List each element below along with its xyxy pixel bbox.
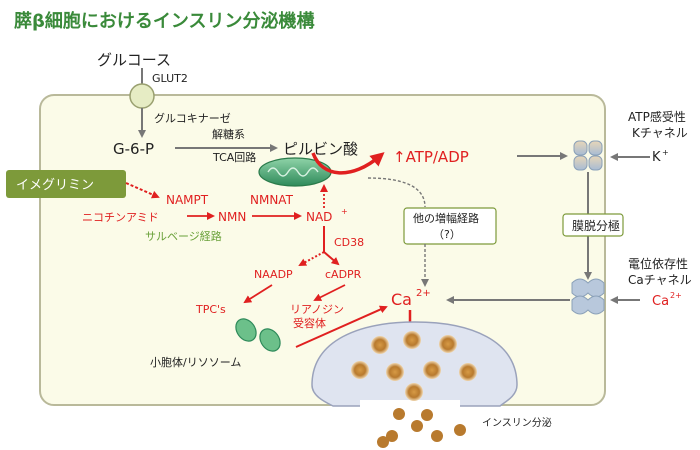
other-pathway-label-line1: 他の増幅経路 (413, 212, 479, 225)
glut2-label: GLUT2 (152, 72, 188, 85)
pyruvate-to-atp-arrow (311, 152, 385, 175)
k-ion-charge: + (662, 148, 669, 157)
naadp-to-tpcs-arrow (243, 284, 273, 304)
er-lysosome-icon (235, 318, 281, 352)
k-ion-label: K (652, 150, 661, 165)
katp-channel-label-line1: ATP感受性 (628, 109, 686, 124)
diagram-title: 膵β細胞におけるインスリン分泌機構 (13, 10, 315, 32)
salvage-pathway-label: サルベージ経路 (145, 230, 222, 243)
cadpr-label: cADPR (325, 268, 362, 281)
katp-channel-label-line2: Kチャネル (632, 126, 688, 140)
imeglimin-label: イメグリミン (16, 178, 94, 193)
naadp-label: NAADP (254, 268, 293, 281)
insulin-secretion-label: インスリン分泌 (482, 416, 552, 429)
g6p-label: G-6-P (113, 140, 154, 158)
cadpr-to-ryr-arrow (313, 284, 346, 301)
katp-channel-icon (573, 140, 603, 171)
nampt-label: NAMPT (166, 193, 209, 207)
other-pathway-label-line2: （?） (433, 228, 461, 241)
ca-center-charge: 2+ (416, 288, 431, 299)
depolarization-label: 膜脱分極 (572, 218, 620, 233)
membrane-opening (360, 400, 460, 408)
insulin-granules (351, 331, 477, 401)
nad-to-naadp-arrow (298, 251, 325, 266)
nmnat-label: NMNAT (250, 193, 294, 207)
imeglimin-box (6, 170, 126, 198)
nad-label: NAD (306, 210, 332, 224)
ca-right-label: Ca (652, 294, 669, 309)
glut2-transporter (129, 83, 155, 109)
mitochondrion-icon (258, 157, 332, 187)
tca-label: TCA回路 (212, 151, 256, 164)
vdcc-label-line1: 電位依存性 (628, 256, 688, 271)
glucokinase-label: グルコキナーゼ (154, 111, 231, 125)
nicotinamide-label: ニコチンアミド (82, 211, 159, 224)
depolarization-box (562, 213, 624, 237)
er-ca-release-arrow (295, 305, 388, 348)
atp-adp-label: ↑ATP/ADP (393, 148, 469, 166)
cd38-label: CD38 (334, 236, 364, 249)
glucose-label: グルコース (97, 51, 171, 69)
nmn-label: NMN (218, 210, 246, 224)
tpcs-label: TPC's (195, 303, 226, 316)
other-pathway-dashed-line (367, 177, 426, 208)
insulin-vesicle-pool (311, 321, 518, 407)
imeglimin-to-nampt-arrow (125, 182, 160, 199)
ryanodine-label-line1: リアノジン (290, 303, 344, 316)
voltage-ca-channel-icon (571, 278, 605, 315)
released-insulin-granules (377, 408, 466, 448)
vdcc-label-line2: Caチャネル (628, 273, 692, 287)
nad-to-cadpr-arrow (323, 251, 340, 266)
pyruvate-label: ピルビン酸 (283, 140, 358, 158)
er-lysosome-label: 小胞体/リソソーム (150, 355, 241, 369)
ca-center-label: Ca (391, 290, 412, 309)
other-pathway-box (403, 207, 497, 245)
nad-charge: + (341, 207, 348, 216)
ca-right-charge: 2+ (670, 291, 682, 300)
glycolysis-label: 解糖系 (212, 127, 245, 141)
ryanodine-label-line2: 受容体 (293, 316, 326, 330)
